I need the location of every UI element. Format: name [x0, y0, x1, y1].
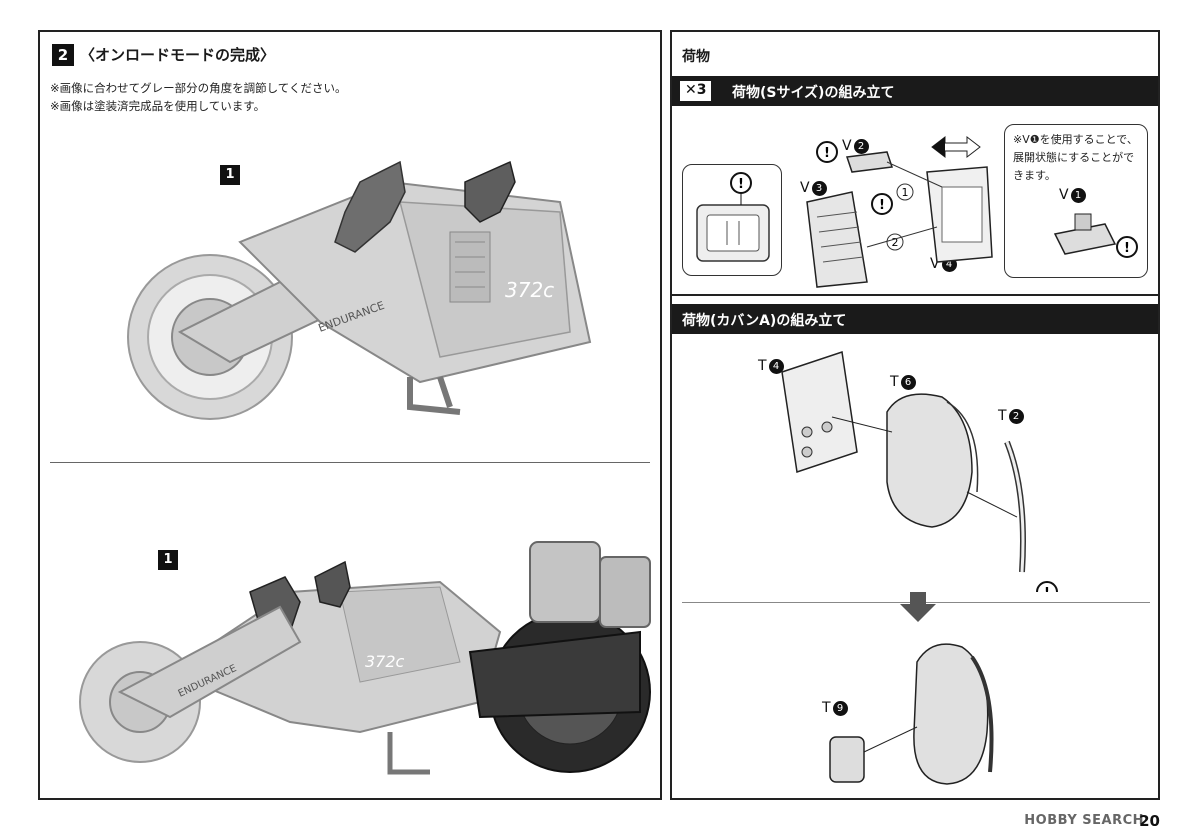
section-bag-a-header: 荷物(カバンA)の組み立て: [672, 304, 1158, 334]
grey-part-handle-right: [464, 160, 516, 223]
section-bag-a-title: 荷物(カバンA)の組み立て: [682, 313, 847, 329]
detail-inset-box: !: [682, 164, 782, 276]
warning-circle-icon: [816, 141, 838, 163]
down-arrow-icon: [900, 592, 936, 622]
part-v3-plate: [806, 191, 868, 288]
part-v1-illustration: !: [1053, 213, 1138, 258]
svg-text:2: 2: [892, 236, 899, 249]
cargo-section-title: 荷物: [682, 49, 710, 65]
detail-inset-illustration: !: [696, 172, 770, 262]
svg-text:!: !: [824, 146, 830, 161]
grey-part-handle-left: [334, 160, 406, 253]
step-title: 〈オンロードモードの完成〉: [80, 46, 276, 64]
bag-a-exploded-illustration: !: [781, 351, 1058, 592]
cargo-bag-1: [529, 541, 601, 623]
part-t9-pouch: [829, 736, 865, 783]
svg-text:!: !: [1124, 241, 1130, 256]
tip-text: ※V❶を使用することで、展開状態にすることができます。: [1013, 133, 1138, 182]
motorcycle-front-illustration: 372c ENDURANCE: [127, 160, 592, 420]
motorcycle-full-illustration: 372c ENDURANCE: [79, 541, 651, 775]
part-callout-bottom: 1: [158, 550, 178, 570]
warning-circle-icon: [1036, 581, 1058, 592]
s-size-assembly-illustration: 1 2 ! !: [806, 135, 993, 288]
assembled-bag: [913, 643, 989, 785]
cargo-bag-2: [599, 556, 651, 628]
svg-text:1: 1: [902, 186, 909, 199]
section-divider: [672, 294, 1158, 296]
quantity-badge: ✕3: [680, 81, 712, 101]
section-s-size-title: 荷物(Sサイズ)の組み立て: [732, 85, 895, 101]
warning-circle-icon: [871, 193, 893, 215]
section-s-size-header: ✕3 荷物(Sサイズ)の組み立て: [672, 76, 1158, 106]
rear-swing-arm: [468, 630, 641, 719]
svg-text:!: !: [738, 177, 744, 192]
svg-text:!: !: [1044, 586, 1050, 592]
step-number-badge: 2: [52, 44, 74, 66]
step-circle-1: [896, 183, 914, 201]
note-adjust-angle: ※画像に合わせてグレー部分の角度を調節してください。: [50, 81, 347, 95]
left-instruction-panel: 2 〈オンロードモードの完成〉 ※画像に合わせてグレー部分の角度を調節してくださ…: [38, 30, 662, 800]
grey-part-handle-bottom-right: [314, 560, 351, 608]
svg-text:!: !: [879, 198, 885, 213]
bag-a-assembled-illustration: [829, 643, 994, 785]
part-t6-bag: [886, 393, 973, 528]
part-t4-back-plate: [781, 351, 858, 473]
page-number: 20: [1139, 812, 1160, 830]
decal-number-bottom: 372c: [365, 652, 405, 671]
warning-circle-icon: [1116, 236, 1138, 258]
part-callout-top: 1: [220, 165, 240, 185]
decal-number-top: 372c: [505, 278, 554, 302]
note-painted-product: ※画像は塗装済完成品を使用しています。: [50, 99, 266, 113]
hobby-search-watermark: HOBBY SEARCH: [1024, 813, 1144, 828]
part-v2-clip: [845, 151, 894, 173]
double-arrow-icon: [931, 135, 981, 159]
left-divider: [50, 462, 650, 463]
